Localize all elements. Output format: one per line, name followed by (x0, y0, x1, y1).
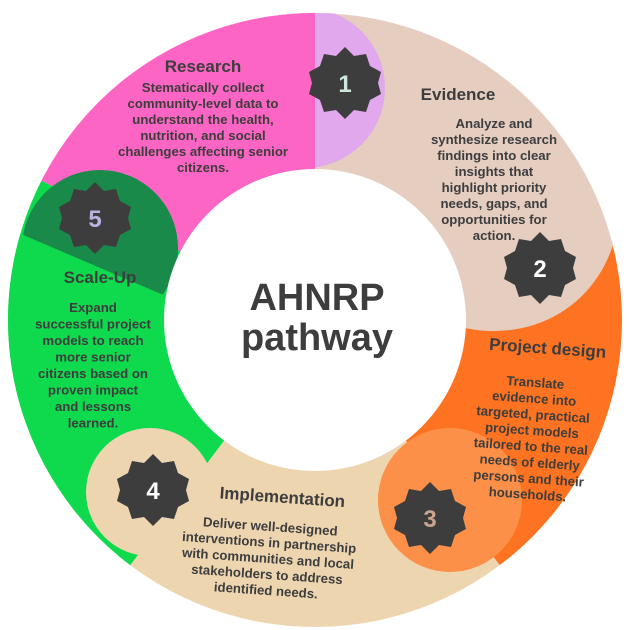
step-number: 3 (423, 506, 436, 533)
step-5-badge: 5 (59, 182, 131, 254)
step-4-badge: 4 (117, 454, 189, 526)
step-title: Scale-Up (64, 268, 137, 287)
center-title-line2: pathway (241, 317, 393, 359)
step-2-badge: 2 (504, 232, 576, 304)
step-description-line: Translate (506, 373, 565, 392)
step-description-line: Expand (69, 300, 117, 315)
step-description-line: highlight priority (442, 180, 547, 195)
step-description-line: successful project (35, 317, 151, 332)
step-number: 1 (338, 71, 351, 98)
step-description-line: action. (473, 228, 516, 243)
step-title: Research (165, 57, 242, 76)
step-description-line: evidence into (492, 388, 577, 409)
step-description-line: proven impact (48, 383, 139, 398)
step-description-line: synthesize research (431, 132, 557, 147)
step-description-line: nutrition, and social (140, 128, 265, 143)
step-description-line: learned. (68, 416, 119, 431)
scale-up-cover (8, 225, 175, 420)
step-description-line: households. (488, 484, 567, 504)
step-description-line: identified needs. (213, 579, 318, 601)
step-description-line: community-level data to (128, 96, 279, 111)
step-description-line: more senior (55, 350, 131, 365)
step-description-line: citizens. (177, 160, 229, 175)
step-description-line: models to reach (42, 333, 143, 348)
step-description-line: and lessons (55, 399, 131, 414)
step-3-badge: 3 (394, 482, 466, 554)
step-number: 5 (88, 206, 101, 233)
step-description-line: insights that (455, 164, 534, 179)
center-title-line1: AHNRP (249, 277, 384, 319)
step-description-line: Stematically collect (142, 80, 265, 95)
step-description-line: challenges affecting senior (118, 144, 288, 159)
step-description-line: understand the health, (132, 112, 273, 127)
step-number: 4 (146, 478, 160, 505)
step-description-line: citizens based on (38, 366, 148, 381)
step-title: Evidence (421, 85, 496, 104)
step-1-badge: 1 (309, 47, 381, 119)
step-number: 2 (533, 256, 546, 283)
step-description-line: project models (485, 420, 580, 442)
step-description-line: needs of elderly (479, 451, 581, 473)
step-description-line: findings into clear (437, 148, 551, 163)
step-description-line: needs, gaps, and (441, 196, 548, 211)
step-description-line: Analyze and (456, 116, 533, 131)
center-circle (164, 169, 466, 471)
step-description-line: opportunities for (441, 212, 547, 227)
